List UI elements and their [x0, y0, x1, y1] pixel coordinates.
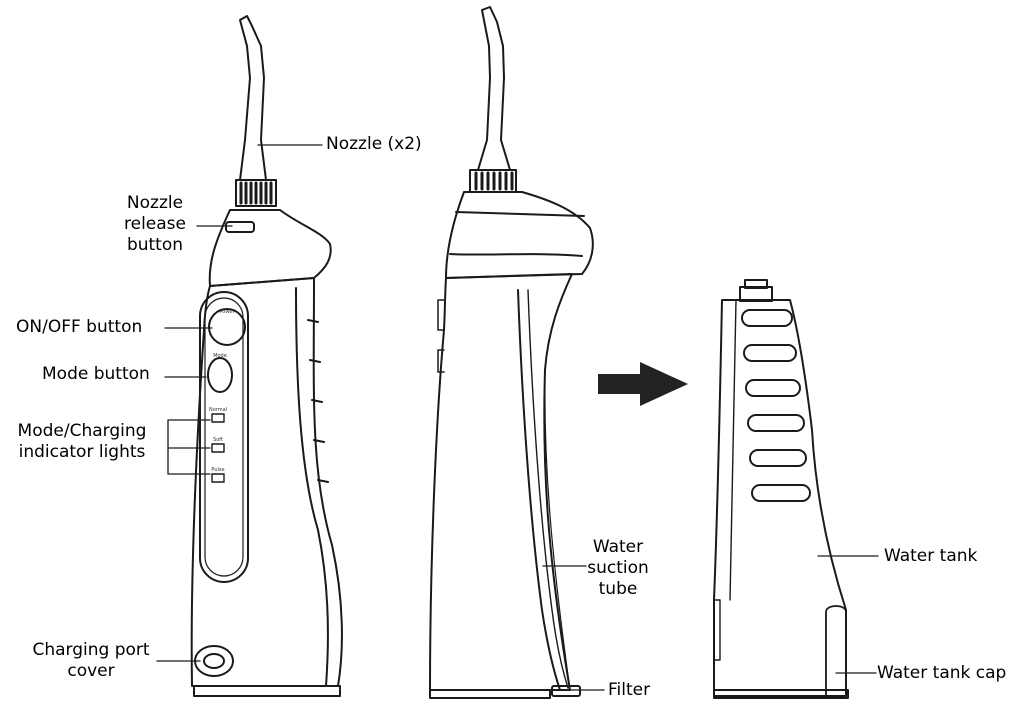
front-control-panel	[199, 291, 249, 583]
front-nozzle	[239, 15, 267, 181]
leader-indicator	[167, 419, 211, 475]
tank-grip-slot	[749, 449, 807, 467]
label-nozzle-release-line2: release	[124, 214, 186, 234]
water-tank-device	[713, 279, 849, 699]
water-tank-cap-shape	[825, 605, 847, 697]
front-base	[193, 685, 341, 697]
tank-grip-slot	[751, 484, 811, 502]
mode-button-shape	[207, 357, 233, 393]
label-charging-port-line1: Charging port	[32, 640, 150, 660]
side-nozzle	[477, 6, 511, 171]
front-head	[208, 209, 332, 287]
indicator-light-pulse	[211, 473, 225, 483]
label-on-off: ON/OFF button	[16, 317, 143, 337]
label-indicator-line2: indicator lights	[18, 442, 146, 462]
front-nozzle-release-button	[225, 221, 255, 233]
tank-grip-slot	[747, 414, 805, 432]
leader-lines	[156, 144, 879, 691]
transition-arrow	[598, 362, 688, 406]
label-nozzle-release: Nozzle release button	[110, 193, 200, 256]
device-mark-soft: Soft	[213, 437, 223, 443]
label-nozzle-release-line3: button	[126, 235, 184, 255]
indicator-light-soft	[211, 443, 225, 453]
label-nozzle-release-line1: Nozzle	[126, 193, 184, 213]
front-view-device	[190, 15, 343, 697]
side-view-device	[429, 6, 594, 699]
indicator-light-normal	[211, 413, 225, 423]
side-body	[429, 273, 573, 691]
side-head	[445, 191, 594, 279]
label-filter: Filter	[608, 680, 651, 700]
label-water-tank: Water tank	[884, 546, 978, 566]
label-charging-port-line2: cover	[67, 661, 115, 681]
label-water-suction-line3: tube	[598, 579, 638, 599]
front-nozzle-collar	[235, 179, 277, 207]
label-charging-port: Charging port cover	[16, 640, 166, 682]
side-base	[429, 689, 551, 699]
label-indicator-line1: Mode/Charging	[17, 421, 147, 441]
tank-grip-slot	[743, 344, 797, 362]
label-indicator: Mode/Charging indicator lights	[2, 421, 162, 463]
label-water-suction: Water suction tube	[580, 537, 656, 600]
device-mark-pulse: Pulse	[211, 467, 224, 473]
filter-shape	[551, 685, 581, 697]
label-water-suction-line2: suction	[587, 558, 649, 578]
label-nozzle: Nozzle (x2)	[326, 134, 422, 154]
on-off-button-shape	[208, 308, 246, 346]
label-water-tank-cap: Water tank cap	[877, 663, 1007, 683]
device-mark-normal: Normal	[209, 407, 227, 413]
label-water-suction-line1: Water	[592, 537, 644, 557]
charging-port-cover-shape	[194, 645, 234, 677]
device-mark-mode: Mode	[213, 353, 227, 359]
front-body-inner	[295, 287, 329, 687]
water-tank-shape	[713, 299, 847, 697]
label-mode: Mode button	[42, 364, 150, 384]
tank-grip-slot	[745, 379, 801, 397]
device-mark-power: Power	[219, 309, 235, 315]
water-suction-tube-shape	[517, 289, 561, 691]
tank-grip-slot	[741, 309, 793, 327]
